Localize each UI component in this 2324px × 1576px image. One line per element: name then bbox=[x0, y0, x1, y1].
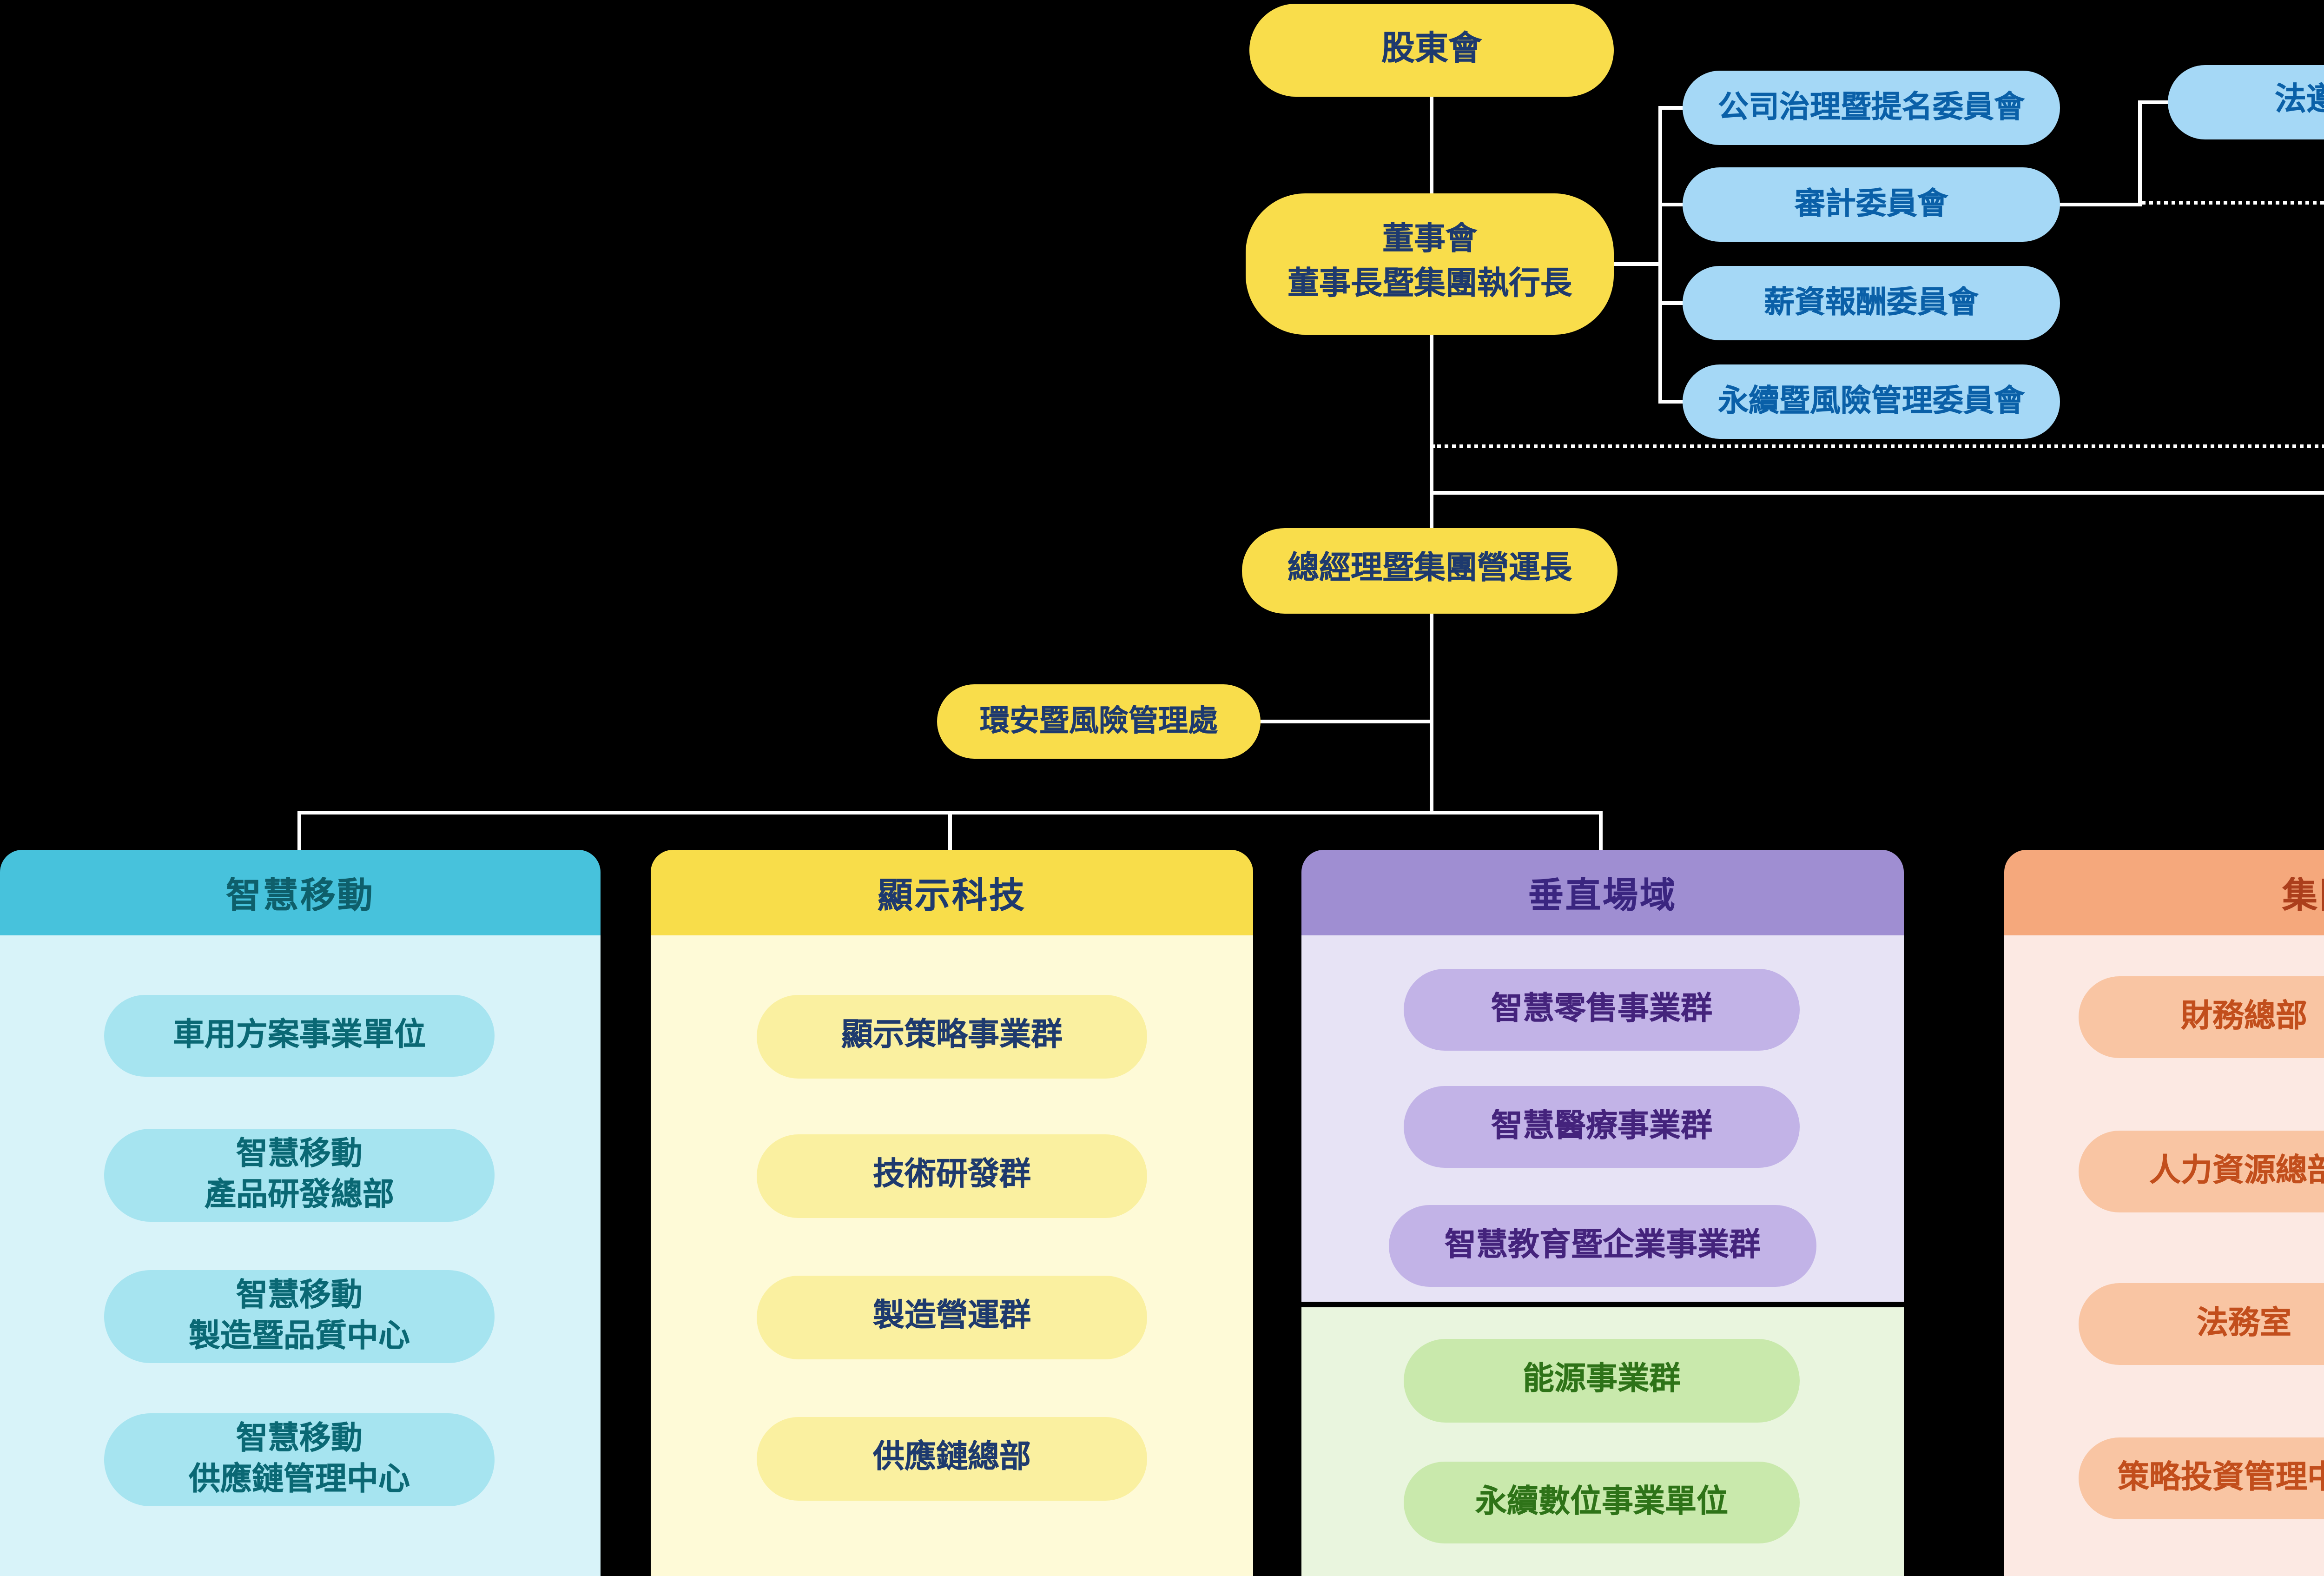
esh-risk-office-node: 環安暨風險管理處 bbox=[937, 684, 1261, 759]
shareholders-node: 股東會 bbox=[1249, 4, 1614, 97]
unit-pill: 智慧移動 供應鏈管理中心 bbox=[104, 1413, 495, 1506]
unit-pill: 法務室 bbox=[2079, 1283, 2324, 1365]
connector-branch-support-h bbox=[1430, 491, 2324, 495]
unit-pill: 永續數位事業單位 bbox=[1404, 1462, 1800, 1543]
unit-pill: 技術研發群 bbox=[757, 1134, 1147, 1218]
division-header-mobility: 智慧移動 bbox=[0, 850, 601, 935]
division-header-vertical: 垂直場域 bbox=[1301, 850, 1904, 935]
committee-node-compensation: 薪資報酬委員會 bbox=[1683, 266, 2060, 340]
committee-node-governance-nomination: 公司治理暨提名委員會 bbox=[1683, 71, 2060, 145]
unit-pill: 車用方案事業單位 bbox=[104, 995, 495, 1077]
connector-stub-division-1 bbox=[297, 811, 301, 852]
connector-audit-compliance-v bbox=[2138, 100, 2142, 206]
connector-board-bracket bbox=[1610, 262, 1662, 266]
board-node: 董事會 董事長暨集團執行長 bbox=[1246, 193, 1614, 335]
unit-pill: 智慧移動 產品研發總部 bbox=[104, 1129, 495, 1222]
connector-board-president bbox=[1430, 331, 1433, 528]
connector-bracket-vertical bbox=[1658, 106, 1662, 404]
unit-pill: 智慧移動 製造暨品質中心 bbox=[104, 1270, 495, 1363]
connector-compliance-stub bbox=[2138, 100, 2172, 104]
unit-pill: 策略投資管理中心 bbox=[2079, 1437, 2324, 1519]
dotted-board-compliance-h bbox=[1432, 444, 2324, 448]
connector-president-down bbox=[1430, 610, 1433, 814]
dotted-audit-right bbox=[2142, 201, 2324, 205]
connector-stub-committee-3 bbox=[1658, 301, 1684, 305]
unit-pill: 人力資源總部 bbox=[2079, 1131, 2324, 1212]
connector-esh-office bbox=[1257, 720, 1432, 723]
connector-audit-compliance-h bbox=[2056, 203, 2142, 206]
connector-stub-committee-4 bbox=[1658, 400, 1684, 404]
connector-stub-committee-1 bbox=[1658, 106, 1684, 110]
connector-stub-division-2 bbox=[948, 811, 952, 852]
chief-compliance-node: 法遵總顧問 bbox=[2168, 65, 2324, 139]
president-node: 總經理暨集團營運長 bbox=[1242, 528, 1618, 614]
unit-pill: 智慧零售事業群 bbox=[1404, 969, 1800, 1051]
unit-pill: 製造營運群 bbox=[757, 1276, 1147, 1359]
committee-node-sustainability-risk: 永續暨風險管理委員會 bbox=[1683, 364, 2060, 439]
unit-pill: 顯示策略事業群 bbox=[757, 995, 1147, 1079]
connector-stub-committee-2 bbox=[1658, 203, 1684, 206]
unit-pill: 供應鏈總部 bbox=[757, 1417, 1147, 1501]
division-header-display: 顯示科技 bbox=[651, 850, 1253, 935]
connector-shareholders-board bbox=[1430, 93, 1433, 199]
division-header-support: 集團營運支援單位 bbox=[2004, 850, 2324, 935]
unit-pill: 智慧醫療事業群 bbox=[1404, 1086, 1800, 1168]
connector-stub-division-3 bbox=[1599, 811, 1603, 852]
committee-node-audit: 審計委員會 bbox=[1683, 167, 2060, 242]
unit-pill: 財務總部 bbox=[2079, 976, 2324, 1058]
unit-pill: 智慧教育暨企業事業群 bbox=[1389, 1205, 1816, 1287]
unit-pill: 能源事業群 bbox=[1404, 1339, 1800, 1423]
